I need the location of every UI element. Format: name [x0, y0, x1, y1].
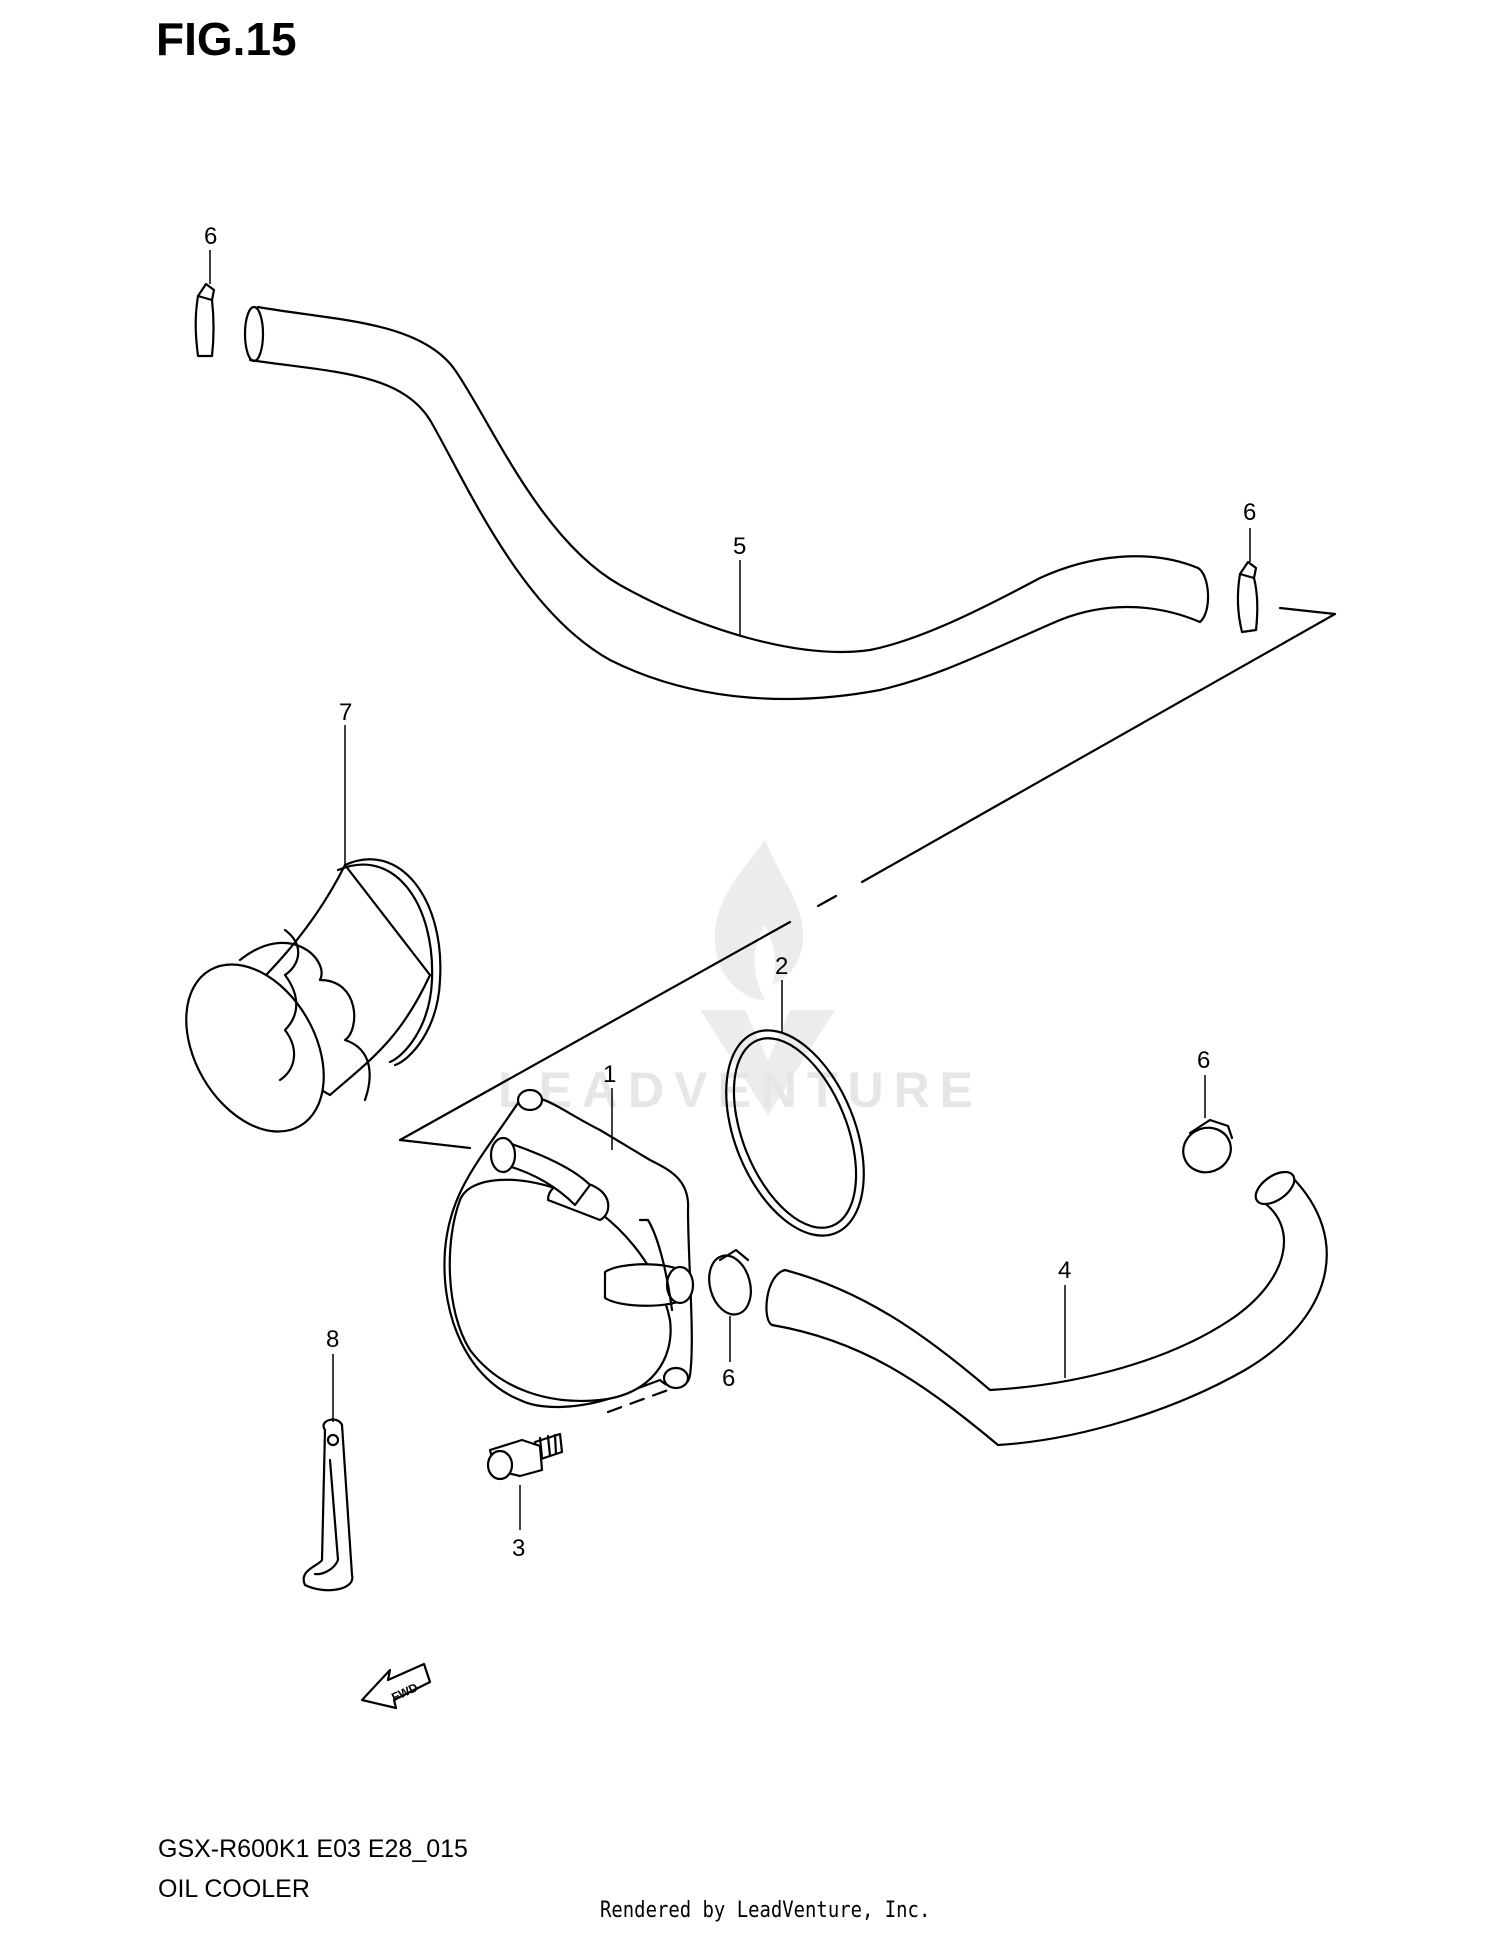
clip-part-8 [302, 1354, 354, 1592]
fwd-arrow-icon: FWD [360, 1662, 432, 1710]
diagram-name: OIL COOLER [158, 1875, 310, 1903]
assembly-guide-line [398, 606, 1337, 1150]
callout-4: 4 [1058, 1257, 1071, 1284]
figure-title: FIG.15 [156, 13, 297, 65]
clamp-part-6-right [1182, 1075, 1234, 1174]
callout-7: 7 [339, 699, 352, 726]
watermark-text: LEADVENTURE [498, 1062, 983, 1118]
oil-filter-part-7 [185, 725, 442, 1133]
clamp-part-6-lower [708, 1248, 752, 1362]
callout-5: 5 [733, 533, 746, 560]
o-ring-part-2 [725, 980, 865, 1237]
watermark: LEADVENTURE [498, 840, 983, 1118]
clamp-part-6-upper-right [1236, 528, 1259, 634]
callout-6: 6 [204, 223, 217, 250]
leadventure-flame-logo [700, 840, 835, 1115]
callout-6: 6 [1197, 1047, 1210, 1074]
rendered-by-credit: Rendered by LeadVenture, Inc. [600, 1898, 931, 1923]
callout-6: 6 [722, 1365, 735, 1392]
oil-cooler-part-1 [443, 1088, 695, 1409]
callout-8: 8 [326, 1326, 339, 1353]
hose-part-4 [765, 1170, 1328, 1447]
callout-3: 3 [512, 1535, 525, 1562]
bolt-part-3 [486, 1388, 670, 1530]
callout-6: 6 [1243, 499, 1256, 526]
callout-1: 1 [603, 1061, 616, 1088]
callout-2: 2 [775, 953, 788, 980]
clamp-part-6-upper-left [194, 250, 216, 358]
model-code: GSX-R600K1 E03 E28_015 [158, 1835, 468, 1863]
hose-part-5 [243, 305, 1210, 701]
